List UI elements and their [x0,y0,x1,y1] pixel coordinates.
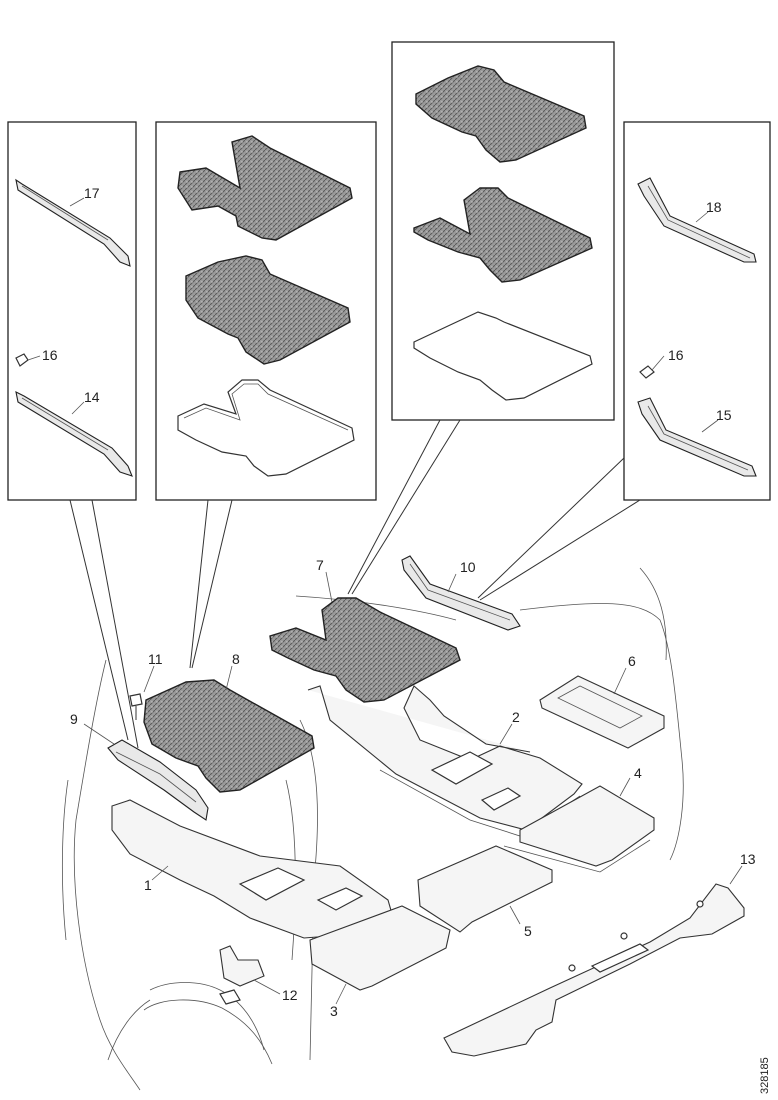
label-8: 8 [232,651,240,667]
inset-box-left-trims [7,121,137,501]
label-4: 4 [634,765,642,781]
part-10-trim-strip [401,555,521,631]
floor-mat-a-top [177,135,353,241]
part-labels: 17 16 14 18 16 15 7 10 11 8 6 9 2 4 13 1… [42,185,756,1019]
label-9: 9 [70,711,78,727]
floor-mat-a-outline [177,379,355,477]
label-6: 6 [628,653,636,669]
label-12: 12 [282,987,298,1003]
part-7-floor-mat [269,597,461,703]
label-7: 7 [316,557,324,573]
label-15: 15 [716,407,732,423]
clip-16-right [639,365,655,379]
label-16-right: 16 [668,347,684,363]
label-1: 1 [144,877,152,893]
label-leaders [27,197,743,1005]
part-3-step-panel [309,905,451,991]
floor-mat-b-middle [413,187,593,283]
label-10: 10 [460,559,476,575]
part-6-access-cover [539,675,665,749]
floor-mat-b-top [415,65,587,163]
part-12-bracket [219,945,265,1005]
trim-strip-18 [637,177,757,263]
label-2: 2 [512,709,520,725]
part-11-screw [129,693,143,720]
part-8-floor-mat [143,679,315,793]
trim-strip-14 [15,391,133,477]
label-13: 13 [740,851,756,867]
label-18: 18 [706,199,722,215]
label-11: 11 [148,651,163,667]
label-5: 5 [524,923,532,939]
part-1-floor-panel [111,799,393,939]
part-13-lower-trim [443,883,745,1057]
label-16-left: 16 [42,347,58,363]
leader-lines [69,419,641,749]
part-5-side-panel [417,845,553,933]
part-4-floor-panel [503,785,655,873]
floor-mat-b-outline [413,311,593,401]
part-2-floor-panel [307,685,583,837]
label-17: 17 [84,185,100,201]
part-9-trim-strip [107,739,209,821]
floor-mat-a-middle [185,255,351,365]
trim-strip-17 [15,178,131,267]
label-3: 3 [330,1003,338,1019]
figure-reference-number: 328185 [759,1057,771,1094]
label-14: 14 [84,389,100,405]
trim-strip-15 [637,397,757,477]
